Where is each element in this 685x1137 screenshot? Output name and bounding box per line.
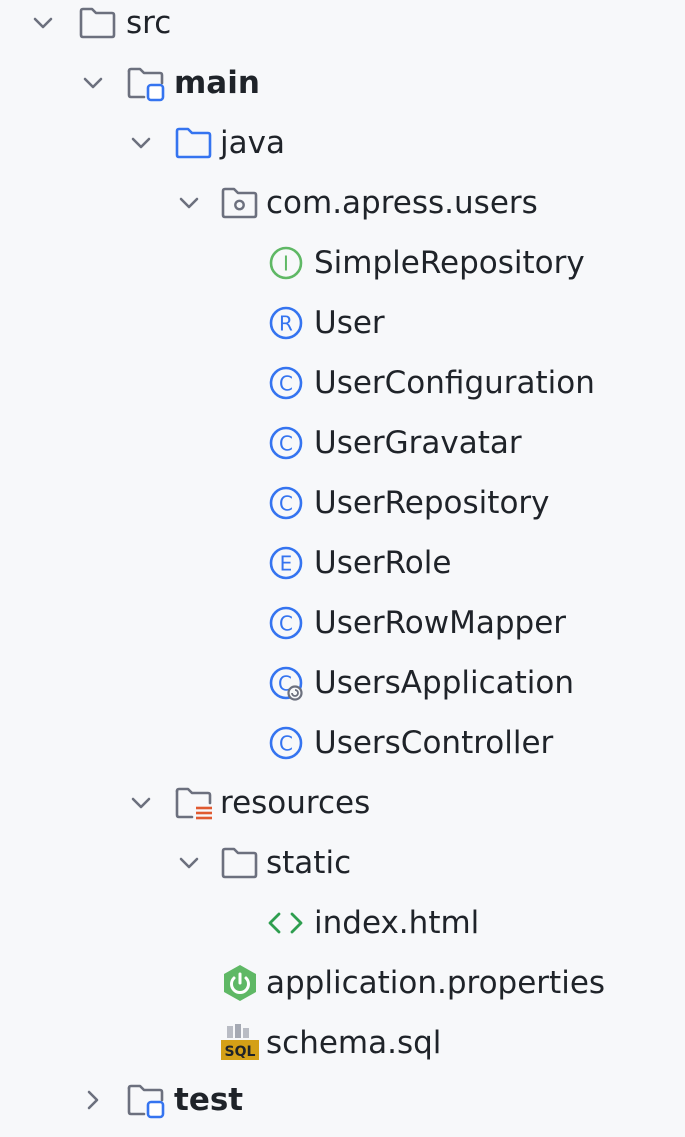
tree-row-simple-repository[interactable]: I SimpleRepository [0,233,685,293]
tree-label-class: User [314,305,385,341]
source-root-folder-icon [127,67,165,102]
svg-text:C: C [279,372,293,396]
svg-text:SQL: SQL [225,1044,256,1060]
tree-label-class: UserRole [314,545,452,581]
tree-row-application-properties[interactable]: application.properties [0,953,685,1013]
spring-boot-class-icon: C [269,666,303,701]
svg-text:C: C [279,432,293,456]
tree-label-class: UserGravatar [314,425,522,461]
tree-label-class: SimpleRepository [314,245,585,281]
tree-label-application-properties: application.properties [266,965,606,1001]
tree-label-main: main [174,65,260,101]
tree-row-user-gravatar[interactable]: C UserGravatar [0,413,685,473]
svg-text:E: E [280,552,293,576]
enum-icon: E [269,546,303,580]
tree-label-class: UsersApplication [314,665,575,701]
tree-row-users-application[interactable]: C UsersApplication [0,653,685,713]
class-icon: C [269,486,303,520]
tree-row-test[interactable]: test [0,1070,685,1130]
chevron-right-icon[interactable] [76,1083,110,1117]
chevron-down-icon[interactable] [76,66,110,100]
class-icon: C [269,426,303,460]
svg-text:R: R [279,312,293,336]
chevron-down-icon[interactable] [172,186,206,220]
tree-row-user-repository[interactable]: C UserRepository [0,473,685,533]
test-root-folder-icon [127,1084,165,1119]
spring-boot-icon [224,965,256,1001]
tree-row-user[interactable]: R User [0,293,685,353]
tree-row-static[interactable]: static [0,833,685,893]
tree-row-user-row-mapper[interactable]: C UserRowMapper [0,593,685,653]
tree-label-java: java [220,125,285,161]
tree-row-java[interactable]: java [0,113,685,173]
folder-icon [221,847,258,879]
tree-row-users-controller[interactable]: C UsersController [0,713,685,773]
sql-file-icon: SQL [221,1024,259,1060]
tree-row-user-role[interactable]: E UserRole [0,533,685,593]
tree-row-package[interactable]: com.apress.users [0,173,685,233]
class-icon: C [269,606,303,640]
tree-row-user-configuration[interactable]: C UserConfiguration [0,353,685,413]
chevron-down-icon[interactable] [124,126,158,160]
tree-row-main[interactable]: main [0,53,685,113]
tree-label-index-html: index.html [314,905,480,941]
tree-label-static: static [266,845,352,881]
tree-label-class: UserRepository [314,485,550,521]
record-icon: R [269,306,303,340]
tree-label-schema-sql: schema.sql [266,1025,442,1061]
tree-row-index-html[interactable]: index.html [0,893,685,953]
chevron-down-icon[interactable] [124,786,158,820]
tree-label-class: UserConfiguration [314,365,595,401]
tree-row-schema-sql[interactable]: SQL schema.sql [0,1013,685,1073]
interface-icon: I [269,246,303,280]
source-folder-icon [175,127,212,159]
tree-label-class: UsersController [314,725,554,761]
tree-label-src: src [126,5,172,41]
class-icon: C [269,726,303,760]
svg-text:C: C [279,492,293,516]
tree-row-resources[interactable]: resources [0,773,685,833]
chevron-down-icon[interactable] [172,846,206,880]
svg-text:C: C [279,612,293,636]
tree-label-test: test [174,1082,244,1118]
tree-label-resources: resources [220,785,371,821]
resources-folder-icon [175,787,212,820]
tree-row-src[interactable]: src [0,0,685,53]
folder-icon [79,7,116,39]
svg-text:C: C [279,732,293,756]
html-file-icon [268,912,303,934]
tree-label-class: UserRowMapper [314,605,567,641]
class-icon: C [269,366,303,400]
tree-label-package: com.apress.users [266,185,538,221]
svg-text:I: I [283,252,289,276]
package-icon [221,187,258,219]
chevron-down-icon[interactable] [26,6,60,40]
